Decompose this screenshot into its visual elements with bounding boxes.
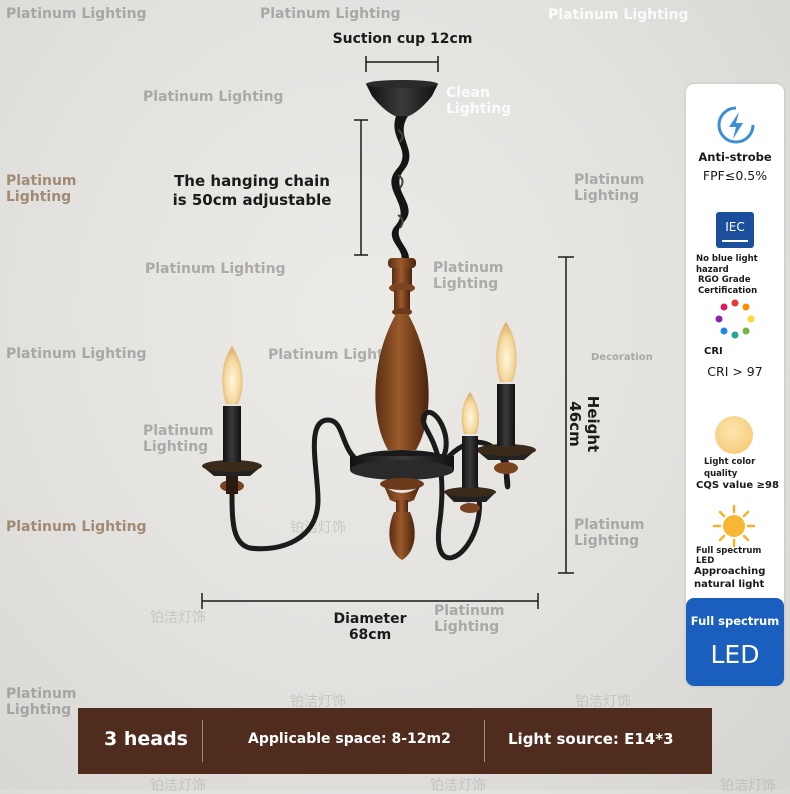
blue-light-line2: hazard xyxy=(696,264,729,275)
led-badge: Full spectrum LED xyxy=(686,598,784,686)
light-color-line2: quality xyxy=(704,469,738,479)
full-spectrum-line2: LED xyxy=(696,556,715,566)
led-badge-big: LED xyxy=(710,640,760,669)
candle-left xyxy=(202,346,262,494)
chain-length-label: The hanging chain is 50cm adjustable xyxy=(162,172,342,210)
diameter-label: Diameter 68cm xyxy=(333,611,407,643)
watermark-text: Platinum Lighting xyxy=(548,7,689,23)
watermark-text: Platinum Lighting xyxy=(143,423,214,455)
watermark-text: Platinum Lighting xyxy=(434,603,505,635)
watermark-text: Platinum Lighting xyxy=(6,346,147,362)
light-color-text: Light color quality xyxy=(704,456,755,480)
led-badge-title: Full spectrum xyxy=(690,614,780,628)
candle-right xyxy=(476,322,536,474)
heads-count: 3 heads xyxy=(104,728,188,750)
watermark-text: Platinum Lighting xyxy=(143,89,284,105)
watermark-text: Platinum Lighting xyxy=(6,686,77,718)
watermark-text: Platinum Lighting xyxy=(574,172,645,204)
hanging-chain xyxy=(391,116,410,262)
blue-light-line1: No blue light xyxy=(696,254,758,264)
cri-label: CRI xyxy=(704,346,723,357)
anti-strobe-value: FPF≤0.5% xyxy=(702,168,768,183)
suction-cup-label: Suction cup 12cm xyxy=(332,31,473,47)
watermark-text: Platinum Lighting xyxy=(574,517,645,549)
watermark-text: Platinum Lighting xyxy=(6,173,77,205)
center-ring xyxy=(350,450,454,480)
feature-panel: Anti-strobe FPF≤0.5% IEC No blue light h… xyxy=(686,84,784,686)
wood-stem xyxy=(375,258,429,450)
cri-color-ring-icon xyxy=(715,299,755,339)
watermark-text: Clean Lighting xyxy=(446,85,512,117)
decoration-tag: Decoration xyxy=(591,352,653,363)
cqs-value: CQS value ≥98 xyxy=(696,480,779,491)
blue-light-line4: Certification xyxy=(698,285,758,296)
candle-center xyxy=(444,392,496,513)
natural-light-line2: natural light xyxy=(694,578,765,590)
specs-divider-2 xyxy=(484,720,485,762)
anti-strobe-icon xyxy=(717,106,755,144)
watermark-text: 铂洁灯饰 xyxy=(290,694,346,710)
dimension-lines xyxy=(201,56,574,609)
anti-strobe-title: Anti-strobe xyxy=(698,150,772,164)
iec-badge-icon: IEC xyxy=(716,212,754,248)
natural-light-line1: Approaching xyxy=(694,566,766,577)
specs-divider-1 xyxy=(202,720,203,762)
watermark-text: Platinum Lighting xyxy=(145,261,286,277)
light-color-icon xyxy=(715,416,753,454)
light-color-line1: Light color xyxy=(704,457,756,467)
ceiling-canopy xyxy=(366,80,438,118)
height-label: Height 46cm xyxy=(566,395,602,453)
watermark-text: Platinum Lighting xyxy=(260,6,401,22)
cri-value: CRI > 97 xyxy=(707,364,763,379)
watermark-text: Platinum Lighting xyxy=(6,519,147,535)
blue-light-line3: RGO Grade xyxy=(698,275,751,285)
blue-light-text: No blue light hazard RGO Grade Certifica… xyxy=(696,254,758,296)
specs-bar: 3 heads Applicable space: 8-12m2 Light s… xyxy=(78,708,712,774)
chain-label-line2: is 50cm adjustable xyxy=(172,191,332,209)
wood-finial xyxy=(380,478,424,560)
watermark-text: 铂洁灯饰 xyxy=(150,610,206,626)
natural-light-text: Approaching natural light xyxy=(694,566,765,591)
watermark-text: Platinum Lighting xyxy=(433,260,504,292)
watermark-text: Platinum Lighting xyxy=(6,6,147,22)
chain-label-line1: The hanging chain xyxy=(174,172,330,190)
full-spectrum-line1: Full spectrum xyxy=(696,546,762,556)
full-spectrum-text: Full spectrum LED xyxy=(696,546,761,566)
iec-badge-text: IEC xyxy=(725,220,745,234)
light-source: Light source: E14*3 xyxy=(508,730,674,748)
applicable-space: Applicable space: 8-12m2 xyxy=(248,731,451,747)
watermark-text: 铂洁灯饰 xyxy=(575,694,631,710)
sun-icon xyxy=(712,504,756,548)
